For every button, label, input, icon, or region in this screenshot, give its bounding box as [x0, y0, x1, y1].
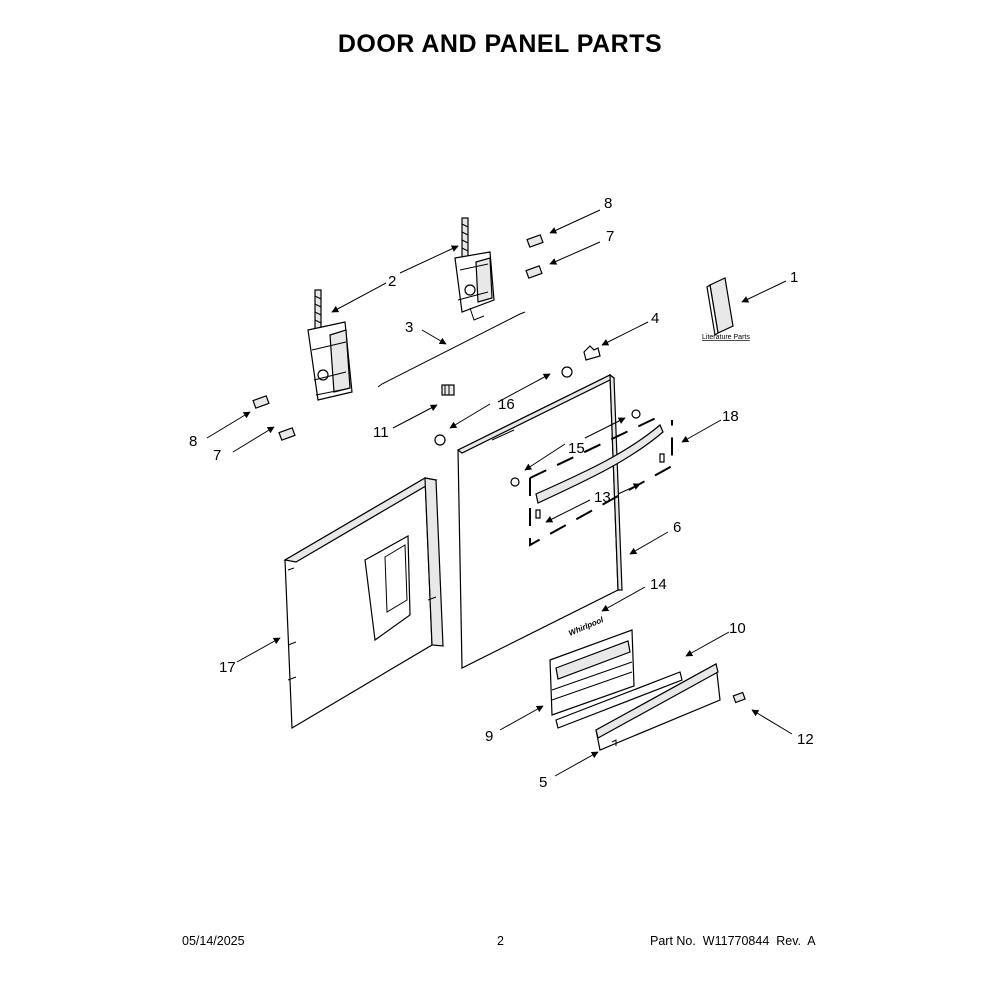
hinge-screws-right — [525, 234, 544, 279]
callout-16: 16 — [498, 396, 515, 413]
door-grommet-right — [561, 366, 573, 378]
literature-parts-label: Literature Parts — [702, 334, 750, 341]
leader-arrows — [206, 209, 793, 777]
door-handle — [535, 424, 665, 519]
access-panel — [549, 629, 635, 716]
handle-assembly-outline — [529, 415, 673, 547]
callout-7-left: 7 — [213, 447, 221, 464]
literature-parts-booklet: Literature Parts — [702, 277, 750, 341]
hinge-right — [454, 217, 495, 321]
callout-12: 12 — [797, 731, 814, 748]
hinge-left — [307, 289, 353, 401]
handle-screw-right — [631, 409, 641, 419]
toe-panel — [595, 663, 721, 751]
footer-part-number: Part No. W11770844 Rev. A — [650, 934, 816, 948]
footer-page-number: 2 — [497, 934, 504, 948]
kick-strip — [555, 671, 683, 729]
callout-4: 4 — [651, 310, 659, 327]
footer-date: 05/14/2025 — [182, 934, 245, 948]
callout-15: 15 — [568, 440, 585, 457]
callout-5: 5 — [539, 774, 547, 791]
outer-door-panel — [283, 476, 444, 730]
callout-8-right: 8 — [604, 195, 612, 212]
hinge-screws-left — [252, 395, 296, 441]
callout-7-right: 7 — [606, 228, 614, 245]
handle-screw-left — [510, 477, 520, 487]
brand-logo-badge: Whirlpool — [567, 615, 605, 638]
callout-10: 10 — [729, 620, 746, 637]
callout-9: 9 — [485, 728, 493, 745]
callout-1: 1 — [790, 269, 798, 286]
logo-text: Whirlpool — [567, 615, 605, 638]
callout-13: 13 — [594, 489, 611, 506]
callout-labels: 1 2 3 4 5 6 7 7 8 8 9 10 11 12 13 14 15 … — [189, 195, 814, 791]
hinge-link-rod — [381, 313, 521, 385]
callout-11: 11 — [373, 424, 389, 441]
callout-18: 18 — [722, 408, 739, 425]
callout-17: 17 — [219, 659, 236, 676]
callout-8-left: 8 — [189, 433, 197, 450]
callout-14: 14 — [650, 576, 667, 593]
door-grommet-left — [434, 434, 446, 446]
toe-panel-screw — [732, 691, 746, 704]
door-latch-tab — [583, 345, 601, 361]
inner-door — [434, 366, 641, 669]
callout-2: 2 — [388, 273, 396, 290]
callout-3: 3 — [405, 319, 413, 336]
callout-6: 6 — [673, 519, 681, 536]
door-clip — [441, 384, 455, 396]
page-title: DOOR AND PANEL PARTS — [337, 30, 663, 58]
